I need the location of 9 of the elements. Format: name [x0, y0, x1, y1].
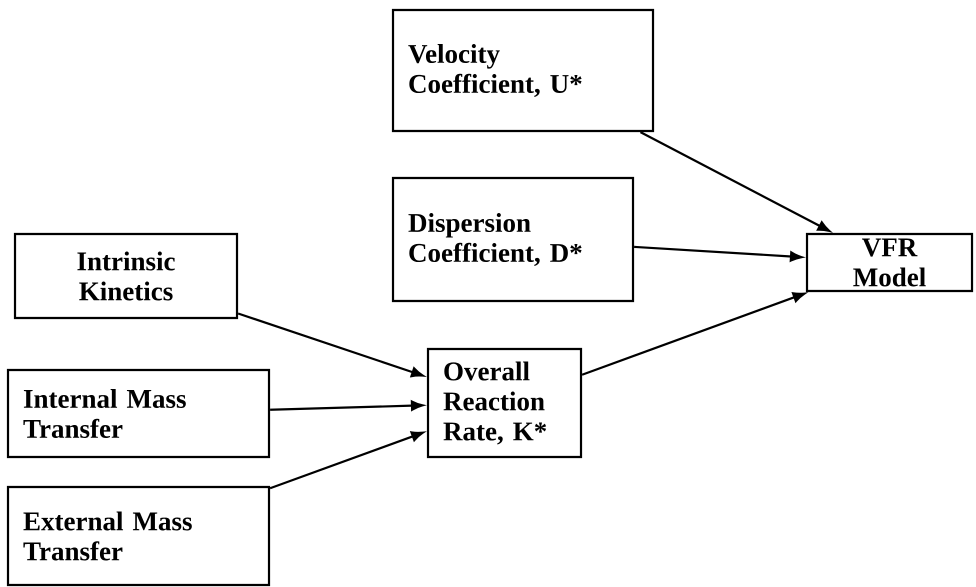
process-box: Internal Mass Transfer	[6, 368, 270, 458]
arrow	[640, 131, 830, 232]
process-box: Overall Reaction Rate, K*	[426, 348, 582, 458]
process-box: Dispersion Coefficient, D*	[392, 176, 634, 302]
process-box: VFR Model	[806, 232, 974, 292]
process-box: Intrinsic Kinetics	[14, 232, 238, 320]
process-box: Velocity Coefficient, U*	[392, 8, 654, 132]
arrow	[238, 312, 424, 378]
process-box: External Mass Transfer	[6, 486, 270, 586]
